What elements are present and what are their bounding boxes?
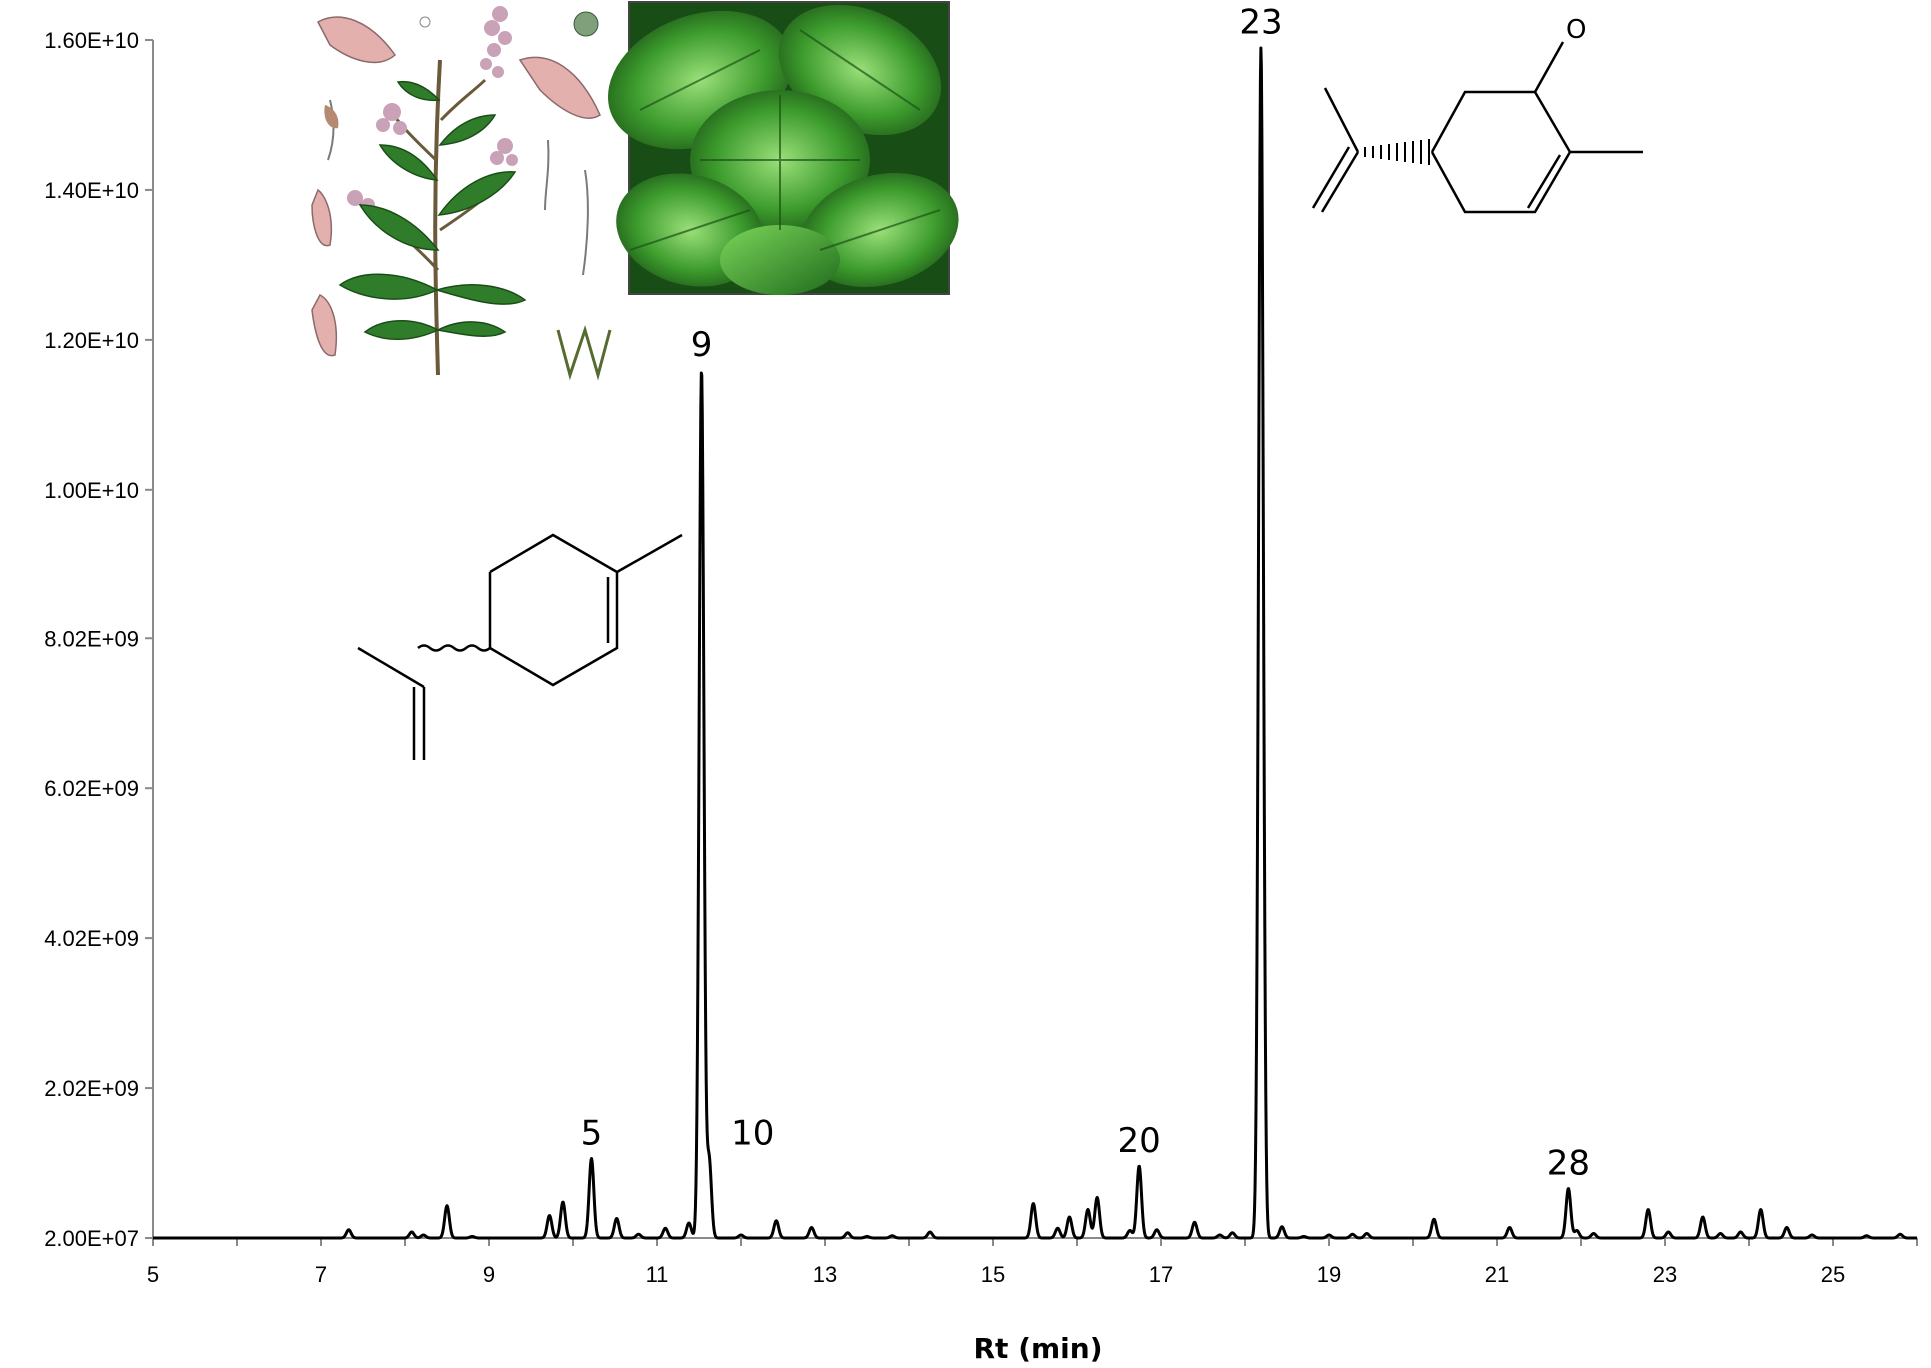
carvone-structure: O [1311, 15, 1643, 214]
mint-leaves-photo [608, 1, 959, 295]
chromatogram-trace [151, 46, 1919, 1240]
x-tick-label: 25 [1821, 1262, 1845, 1287]
peak-label: 28 [1547, 1144, 1590, 1184]
x-tick-label: 13 [813, 1262, 837, 1287]
x-tick-label: 19 [1317, 1262, 1341, 1287]
y-tick-label: 1.00E+10 [44, 478, 139, 503]
y-tick-label: 2.00E+07 [44, 1226, 139, 1251]
x-tick-label: 21 [1485, 1262, 1509, 1287]
y-tick-label: 6.02E+09 [44, 776, 139, 801]
x-tick-label: 9 [483, 1262, 495, 1287]
y-tick-label: 8.02E+09 [44, 626, 139, 651]
peak-label: 23 [1239, 2, 1282, 42]
y-tick-label: 2.02E+09 [44, 1076, 139, 1101]
x-tick-label: 17 [1149, 1262, 1173, 1287]
x-tick-label: 5 [147, 1262, 159, 1287]
svg-text:O: O [1566, 15, 1586, 45]
x-tick-label: 15 [981, 1262, 1005, 1287]
y-tick-label: 1.40E+10 [44, 178, 139, 203]
x-tick-label: 11 [646, 1262, 669, 1287]
limonene-structure [357, 533, 683, 760]
x-tick-label: 23 [1653, 1262, 1677, 1287]
peak-label: 20 [1118, 1121, 1161, 1161]
x-axis-title: Rt (min) [974, 1332, 1103, 1365]
botanical-illustration [311, 6, 612, 381]
peak-label: 10 [731, 1114, 774, 1154]
x-tick-label: 7 [315, 1262, 327, 1287]
y-tick-label: 4.02E+09 [44, 926, 139, 951]
peak-label: 9 [691, 325, 713, 365]
peak-label: 5 [581, 1114, 603, 1154]
y-tick-label: 1.20E+10 [44, 328, 139, 353]
y-tick-label: 1.60E+10 [44, 28, 139, 53]
